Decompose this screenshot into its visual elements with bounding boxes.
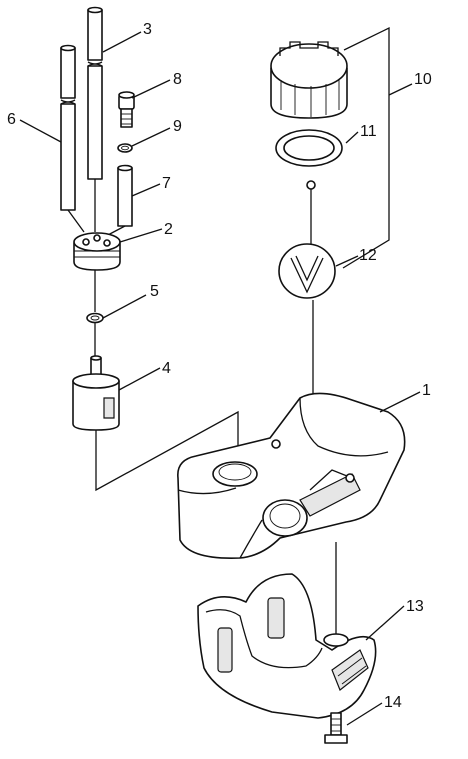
part-11-cap-gasket: [275, 129, 343, 167]
part-13-tank-support: [197, 573, 377, 719]
part-4-fuel-filter: [72, 355, 120, 431]
callout-14: 14: [384, 694, 402, 711]
callout-2: 2: [164, 221, 173, 238]
callout-1: 1: [422, 382, 431, 399]
part-5-o-ring: [86, 312, 104, 324]
callout-8: 8: [173, 71, 182, 88]
callout-9: 9: [173, 118, 182, 135]
part-1-fuel-tank: [177, 392, 406, 559]
callout-11: 11: [360, 123, 377, 140]
callout-10-bracket: [342, 26, 413, 269]
part-12-vent-valve: [278, 180, 336, 299]
callout-13: 13: [406, 598, 424, 615]
assembly-guide-lines: [67, 179, 337, 640]
callout-4: 4: [162, 360, 171, 377]
part-10-fuel-cap: [270, 41, 348, 119]
callout-5: 5: [150, 283, 159, 300]
callout-6: 6: [7, 111, 16, 128]
callout-7: 7: [162, 175, 171, 192]
part-14-screw: [324, 712, 348, 744]
callout-10: 10: [414, 71, 432, 88]
part-8-fitting: [118, 91, 135, 128]
part-2-grommet: [73, 232, 121, 271]
callout-labels: 1 2 3 4 5 6 7 8 9 10 11 12 13 14: [7, 21, 432, 711]
part-7-fuel-tube-short: [117, 164, 133, 227]
callout-12: 12: [359, 247, 377, 264]
callout-3: 3: [143, 21, 152, 38]
part-9-o-ring: [117, 143, 133, 153]
leader-lines: [19, 31, 421, 726]
part-3-fuel-tube-long: [87, 6, 103, 180]
part-6-fuel-tube-left: [60, 44, 76, 211]
